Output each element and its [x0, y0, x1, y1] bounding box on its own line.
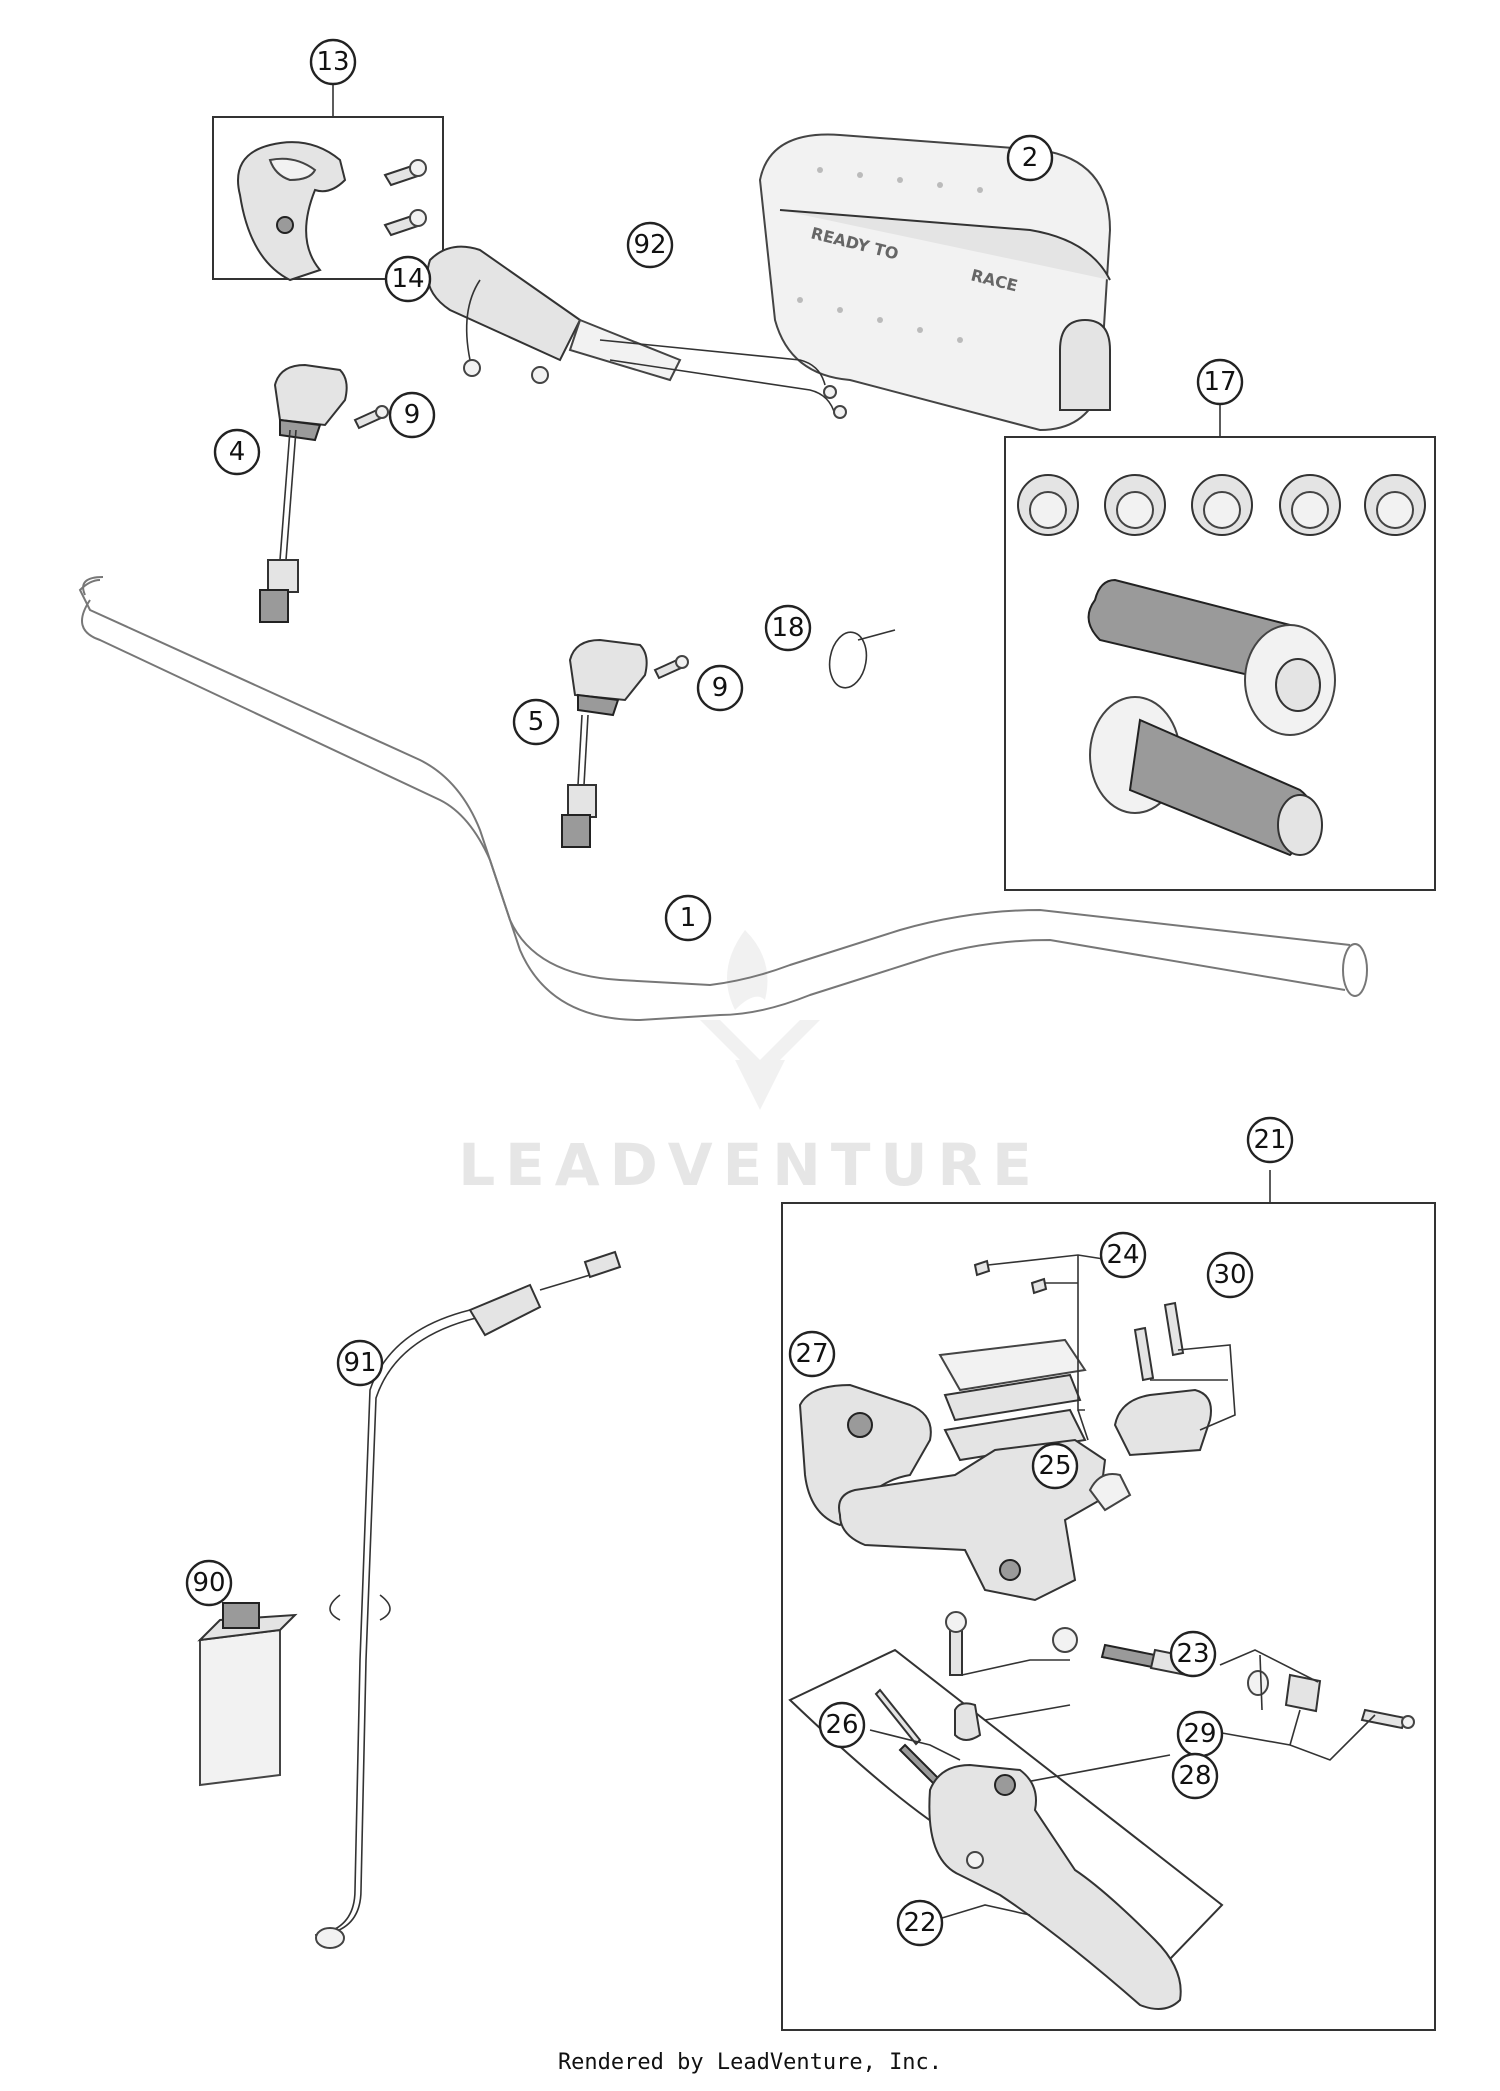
- svg-text:9: 9: [712, 673, 729, 703]
- svg-text:25: 25: [1038, 1451, 1071, 1481]
- callout-24: 24: [1099, 1231, 1147, 1279]
- callout-13: 13: [309, 38, 357, 86]
- pivot-bolt-28: [945, 1611, 1171, 1786]
- svg-text:92: 92: [633, 230, 666, 260]
- left-switch-4: [259, 363, 348, 623]
- svg-text:18: 18: [771, 613, 804, 643]
- callout-1: 1: [664, 894, 712, 942]
- callout-5: 5: [512, 698, 560, 746]
- svg-text:13: 13: [316, 47, 349, 77]
- fluid-bottle-90: [197, 1602, 298, 1787]
- svg-text:2: 2: [1022, 143, 1039, 173]
- callout-4: 4: [213, 428, 261, 476]
- svg-text:30: 30: [1213, 1260, 1246, 1290]
- piston-23: [1100, 1643, 1322, 1713]
- callout-14: 14: [384, 255, 432, 303]
- throttle-cams: [1017, 474, 1426, 536]
- clamp-30: [1113, 1301, 1236, 1457]
- callout-30: 30: [1206, 1251, 1254, 1299]
- screw-set-14: [383, 159, 427, 237]
- svg-text:28: 28: [1178, 1761, 1211, 1791]
- svg-text:1: 1: [680, 903, 697, 933]
- adjuster-29: [1221, 1708, 1415, 1761]
- lever-guard-27: [798, 1383, 932, 1527]
- handlebar: [78, 576, 1368, 1022]
- screw-9a: [353, 405, 389, 430]
- footer-credit: Rendered by LeadVenture, Inc.: [557, 2050, 943, 2075]
- cable-tie-18: [828, 629, 896, 689]
- callout-28: 28: [1171, 1752, 1219, 1800]
- throttle-housing: [237, 141, 347, 282]
- throttle-assembly: [426, 245, 847, 419]
- grip-throttle: [1087, 578, 1336, 736]
- callout-92: 92: [626, 221, 674, 269]
- callout-29: 29: [1176, 1710, 1224, 1758]
- brake-line-91: [314, 1250, 622, 1949]
- callout-18: 18: [764, 604, 812, 652]
- callout-2: 2: [1006, 134, 1054, 182]
- spring-pin-26: [869, 1688, 982, 1787]
- watermark-logo: [700, 930, 820, 1110]
- callout-21: 21: [1246, 1116, 1294, 1164]
- svg-text:4: 4: [229, 437, 246, 467]
- svg-text:14: 14: [391, 264, 424, 294]
- svg-text:17: 17: [1203, 367, 1236, 397]
- svg-text:5: 5: [528, 707, 545, 737]
- svg-text:90: 90: [192, 1568, 225, 1598]
- svg-text:24: 24: [1106, 1240, 1139, 1270]
- svg-text:26: 26: [825, 1710, 858, 1740]
- callout-9b: 9: [696, 664, 744, 712]
- watermark-text: LEADVENTURE: [458, 1131, 1042, 1199]
- callout-27: 27: [788, 1330, 836, 1378]
- callout-17: 17: [1196, 358, 1244, 406]
- callout-23: 23: [1169, 1630, 1217, 1678]
- callout-90: 90: [185, 1559, 233, 1607]
- screw-9b: [653, 655, 689, 680]
- brake-lever-22: [928, 1763, 1182, 2010]
- callout-26: 26: [818, 1701, 866, 1749]
- svg-text:21: 21: [1253, 1125, 1286, 1155]
- box-21: [781, 1202, 1436, 2031]
- svg-text:22: 22: [903, 1908, 936, 1938]
- right-switch-5: [561, 638, 648, 848]
- handlebar-pad: READY TO RACE: [758, 133, 1112, 432]
- callout-9a: 9: [388, 391, 436, 439]
- svg-text:9: 9: [404, 400, 421, 430]
- grip-left: [1089, 696, 1323, 857]
- svg-text:27: 27: [795, 1339, 828, 1369]
- callout-91: 91: [336, 1339, 384, 1387]
- svg-text:23: 23: [1176, 1639, 1209, 1669]
- callout-25: 25: [1031, 1442, 1079, 1490]
- svg-text:29: 29: [1183, 1719, 1216, 1749]
- callout-22: 22: [896, 1899, 944, 1947]
- box-13: [212, 116, 444, 280]
- svg-text:91: 91: [343, 1348, 376, 1378]
- reservoir-cover-24: [938, 1254, 1111, 1462]
